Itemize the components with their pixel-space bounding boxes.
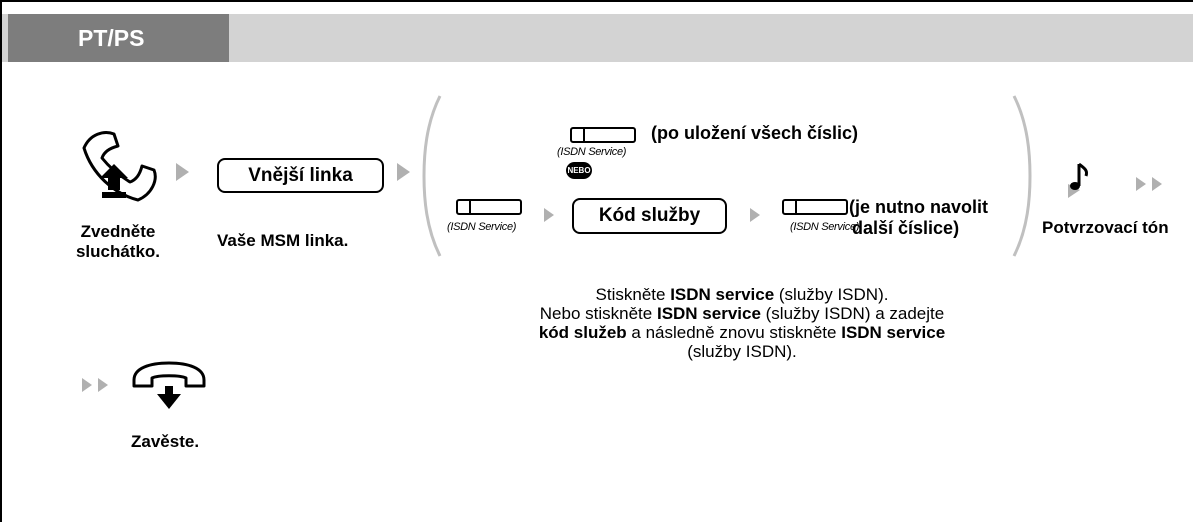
arrow-b2 [750, 208, 760, 222]
step1-label-line2: sluchátko. [75, 242, 161, 261]
isdn-service-caption-a: (ISDN Service) [557, 146, 627, 158]
arrow-double-b2 [98, 378, 108, 392]
option-b-note-line1: (je nutno navolit [849, 197, 988, 217]
description-line2-pre: Nebo stiskněte [539, 304, 657, 323]
hang-up-label: Zavěste. [131, 432, 200, 451]
description-line3: kód služeb a následně znovu stiskněte IS… [432, 323, 1052, 342]
description-line3-bold2: ISDN service [841, 323, 946, 342]
description-line4: (služby ISDN). [687, 342, 797, 361]
handset-hang-up-icon [132, 361, 206, 409]
option-b-note-line2: další číslice) [852, 218, 960, 238]
confirmation-tone-label: Potvrzovací tón [1042, 218, 1169, 237]
description-line1-bold: ISDN service [670, 285, 775, 304]
description-line2: Nebo stiskněte ISDN service (služby ISDN… [432, 304, 1052, 323]
isdn-service-key-a[interactable] [570, 127, 636, 143]
header-tab: PT/PS [8, 14, 229, 62]
handset-off-hook-icon [82, 131, 157, 202]
step1-label: Zvedněte sluchátko. [58, 222, 178, 262]
description-line1-pre: Stiskněte [595, 285, 671, 304]
step2-caption: Vaše MSM linka. [217, 231, 349, 250]
arrow-double-a2 [1152, 177, 1162, 191]
description-line1-post: (služby ISDN). [774, 285, 889, 304]
arrow-double-b1 [82, 378, 92, 392]
option-a-note: (po uložení všech číslic) [651, 123, 859, 143]
arrow-step1-2 [176, 163, 189, 181]
description-line3-bold1: kód služeb [538, 323, 627, 342]
arrow-step2-3 [397, 163, 410, 181]
description-line2-bold: ISDN service [656, 304, 761, 323]
arrow-double-a1 [1136, 177, 1146, 191]
step1-label-line1: Zvedněte [80, 222, 156, 241]
left-bracket [422, 95, 442, 257]
description-text: Stiskněte ISDN service (služby ISDN). Ne… [432, 285, 1052, 361]
arrow-b1 [544, 208, 554, 222]
isdn-service-key-b2[interactable] [782, 199, 848, 215]
or-badge: NEBO [566, 162, 592, 179]
description-line1: Stiskněte ISDN service (služby ISDN). [432, 285, 1052, 304]
isdn-service-key-b1[interactable] [456, 199, 522, 215]
service-code-button[interactable]: Kód služby [572, 198, 727, 234]
isdn-service-caption-b1: (ISDN Service) [447, 221, 517, 233]
description-line3-mid: a následně znovu stiskněte [626, 323, 842, 342]
isdn-service-caption-b2: (ISDN Service) [790, 221, 860, 233]
description-line2-post: (služby ISDN) a zadejte [760, 304, 945, 323]
outside-line-button[interactable]: Vnější linka [217, 158, 384, 193]
music-note-icon [1068, 162, 1088, 198]
right-bracket [1012, 95, 1032, 257]
